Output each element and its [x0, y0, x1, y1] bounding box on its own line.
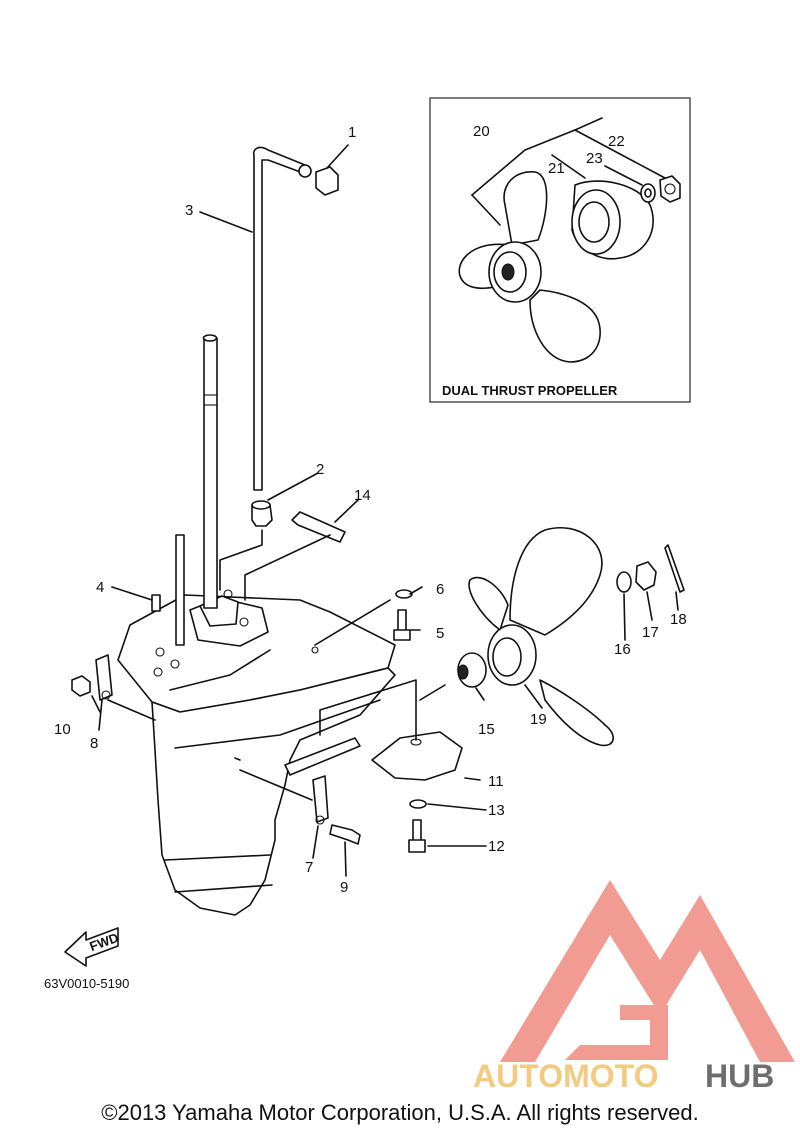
shift-rod: [252, 146, 306, 491]
part-5-bolt: [393, 589, 413, 641]
part-10-nut: [71, 675, 91, 697]
part-2-bushing: [251, 500, 273, 527]
part-18-cotter-pin: [664, 544, 685, 593]
callout-2: 2: [316, 461, 324, 478]
fwd-arrow: FWD: [64, 927, 120, 967]
callout-10: 10: [54, 721, 71, 738]
automotohub-logo: AUTOMOTO HUB: [473, 880, 795, 1094]
part-8-anode: [95, 654, 113, 701]
inset-title: DUAL THRUST PROPELLER: [442, 383, 618, 398]
callout-6: 6: [436, 581, 444, 598]
callout-17: 17: [642, 624, 659, 641]
callout-18: 18: [670, 611, 687, 628]
part-7-anode: [312, 775, 329, 825]
callout-22: 22: [608, 133, 625, 150]
copyright-notice: ©2013 Yamaha Motor Corporation, U.S.A. A…: [101, 1100, 699, 1125]
callout-12: 12: [488, 838, 505, 855]
part-15-spacer: [457, 652, 487, 688]
callout-7: 7: [305, 859, 313, 876]
part-1-grommet: [298, 164, 339, 196]
part-9-screw: [329, 824, 361, 845]
lower-casing: [117, 589, 396, 916]
drive-shaft: [202, 334, 218, 609]
callout-15: 15: [478, 721, 495, 738]
part-14-bar: [291, 511, 346, 543]
part-17-nut: [635, 561, 657, 591]
callout-labels: 1 2 3 4 5 6 7 8 9 10 11 12 13 14 15 16 1…: [54, 123, 687, 896]
callout-16: 16: [614, 641, 631, 658]
callout-1: 1: [348, 124, 356, 141]
callout-8: 8: [90, 735, 98, 752]
part-16-washer: [616, 571, 632, 593]
callout-9: 9: [340, 879, 348, 896]
leader-lines: [91, 144, 679, 877]
callout-5: 5: [436, 625, 444, 642]
callout-21: 21: [548, 160, 565, 177]
part-11-trim-tab: [371, 731, 463, 781]
part-19-propeller: [468, 527, 614, 747]
diagram-code: 63V0010-5190: [44, 976, 129, 991]
inset-dual-thrust-propeller: DUAL THRUST PROPELLER: [429, 97, 691, 403]
callout-4: 4: [96, 579, 104, 596]
logo-text-automoto: AUTOMOTO: [473, 1058, 658, 1094]
callout-19: 19: [530, 711, 547, 728]
callout-11: 11: [488, 773, 504, 790]
propeller-shaft: [284, 737, 361, 776]
part-12-bolt: [408, 819, 426, 853]
part-4-dowel: [151, 534, 185, 646]
logo-text-hub: HUB: [705, 1058, 774, 1094]
part-13-washer: [409, 799, 427, 809]
callout-13: 13: [488, 802, 505, 819]
callout-23: 23: [586, 150, 603, 167]
callout-20: 20: [473, 123, 490, 140]
callout-14: 14: [354, 487, 371, 504]
callout-3: 3: [185, 202, 193, 219]
